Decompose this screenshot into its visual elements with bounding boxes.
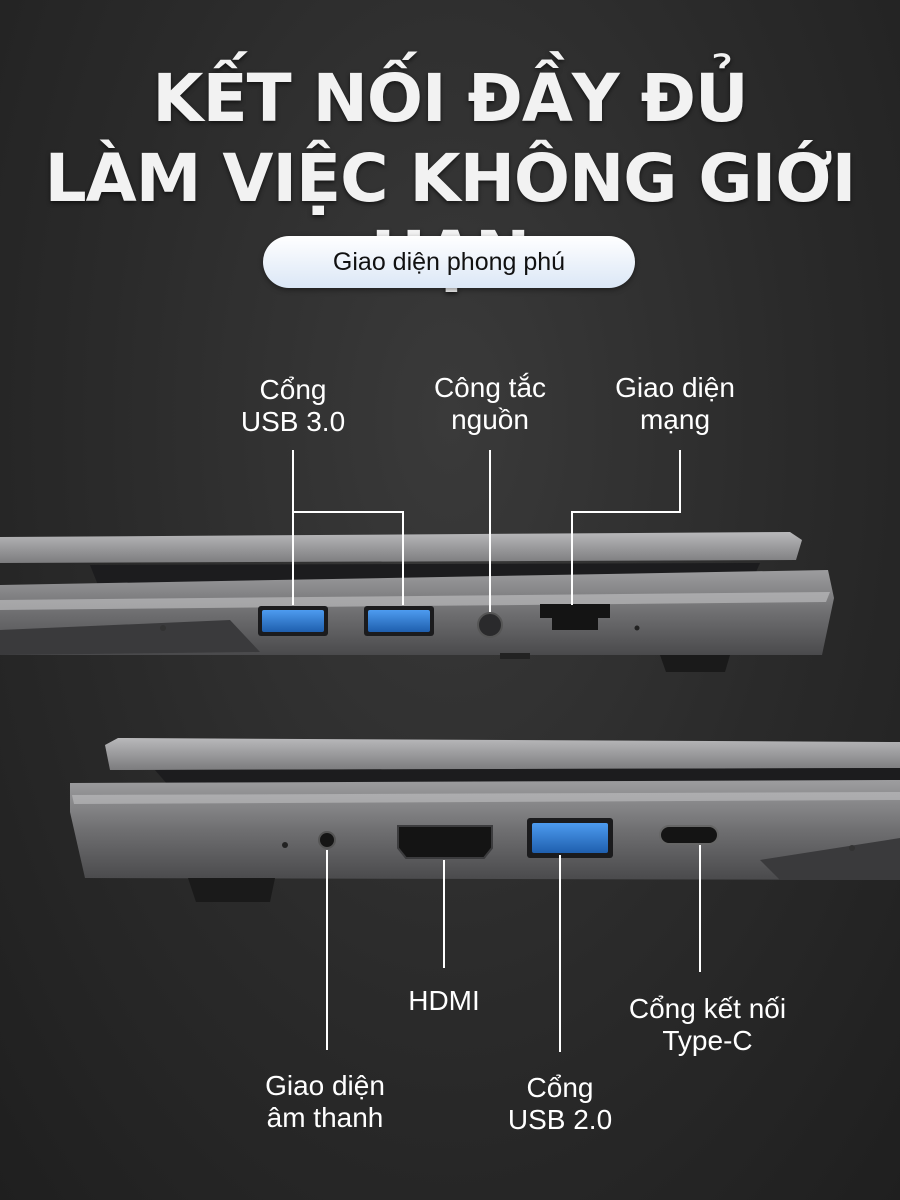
label-usb-3-line1: Cổng (259, 374, 327, 405)
power-button-icon (477, 612, 503, 638)
type-c-port (659, 825, 719, 845)
label-network-line1: Giao diện (615, 372, 735, 403)
label-usb-3: Cổng USB 3.0 (228, 374, 358, 438)
feature-badge: Giao diện phong phú (263, 236, 635, 288)
label-type-c-line2: Type-C (662, 1025, 753, 1056)
label-network-line2: mạng (639, 404, 711, 435)
label-power-line1: Công tắc (433, 372, 547, 403)
label-usb-2-line1: Cổng (526, 1072, 594, 1103)
label-hdmi-line1: HDMI (408, 985, 480, 1016)
usb3-port-1 (262, 610, 324, 632)
audio-jack-icon (318, 831, 336, 849)
leader-lines-bottom (326, 845, 701, 1052)
label-audio-line2: âm thanh (266, 1102, 384, 1133)
label-power-line2: nguồn (451, 404, 529, 435)
label-audio-line1: Giao diện (265, 1070, 385, 1101)
label-usb-2: Cổng USB 2.0 (495, 1072, 625, 1136)
laptop-right-side (0, 532, 834, 672)
label-network: Giao diện mạng (600, 372, 750, 436)
label-type-c: Cổng kết nối Type-C (615, 993, 800, 1057)
headline-line-2: LÀM VIỆC KHÔNG GIỚI HẠN (44, 140, 857, 294)
label-usb-3-line2: USB 3.0 (240, 406, 346, 437)
label-type-c-line1: Cổng kết nối (628, 993, 787, 1024)
usb2-port (532, 823, 608, 853)
usb3-port-2 (368, 610, 430, 632)
laptop-left-side (70, 738, 900, 902)
headline-line-1: KẾT NỐI ĐẦY ĐỦ (152, 60, 748, 137)
hdmi-port (397, 825, 493, 859)
label-hdmi: HDMI (384, 985, 504, 1017)
label-usb-2-line2: USB 2.0 (507, 1104, 613, 1135)
label-power-switch: Công tắc nguồn (415, 372, 565, 436)
ethernet-port (540, 604, 610, 630)
label-audio: Giao diện âm thanh (250, 1070, 400, 1134)
leader-lines-top (292, 450, 681, 612)
